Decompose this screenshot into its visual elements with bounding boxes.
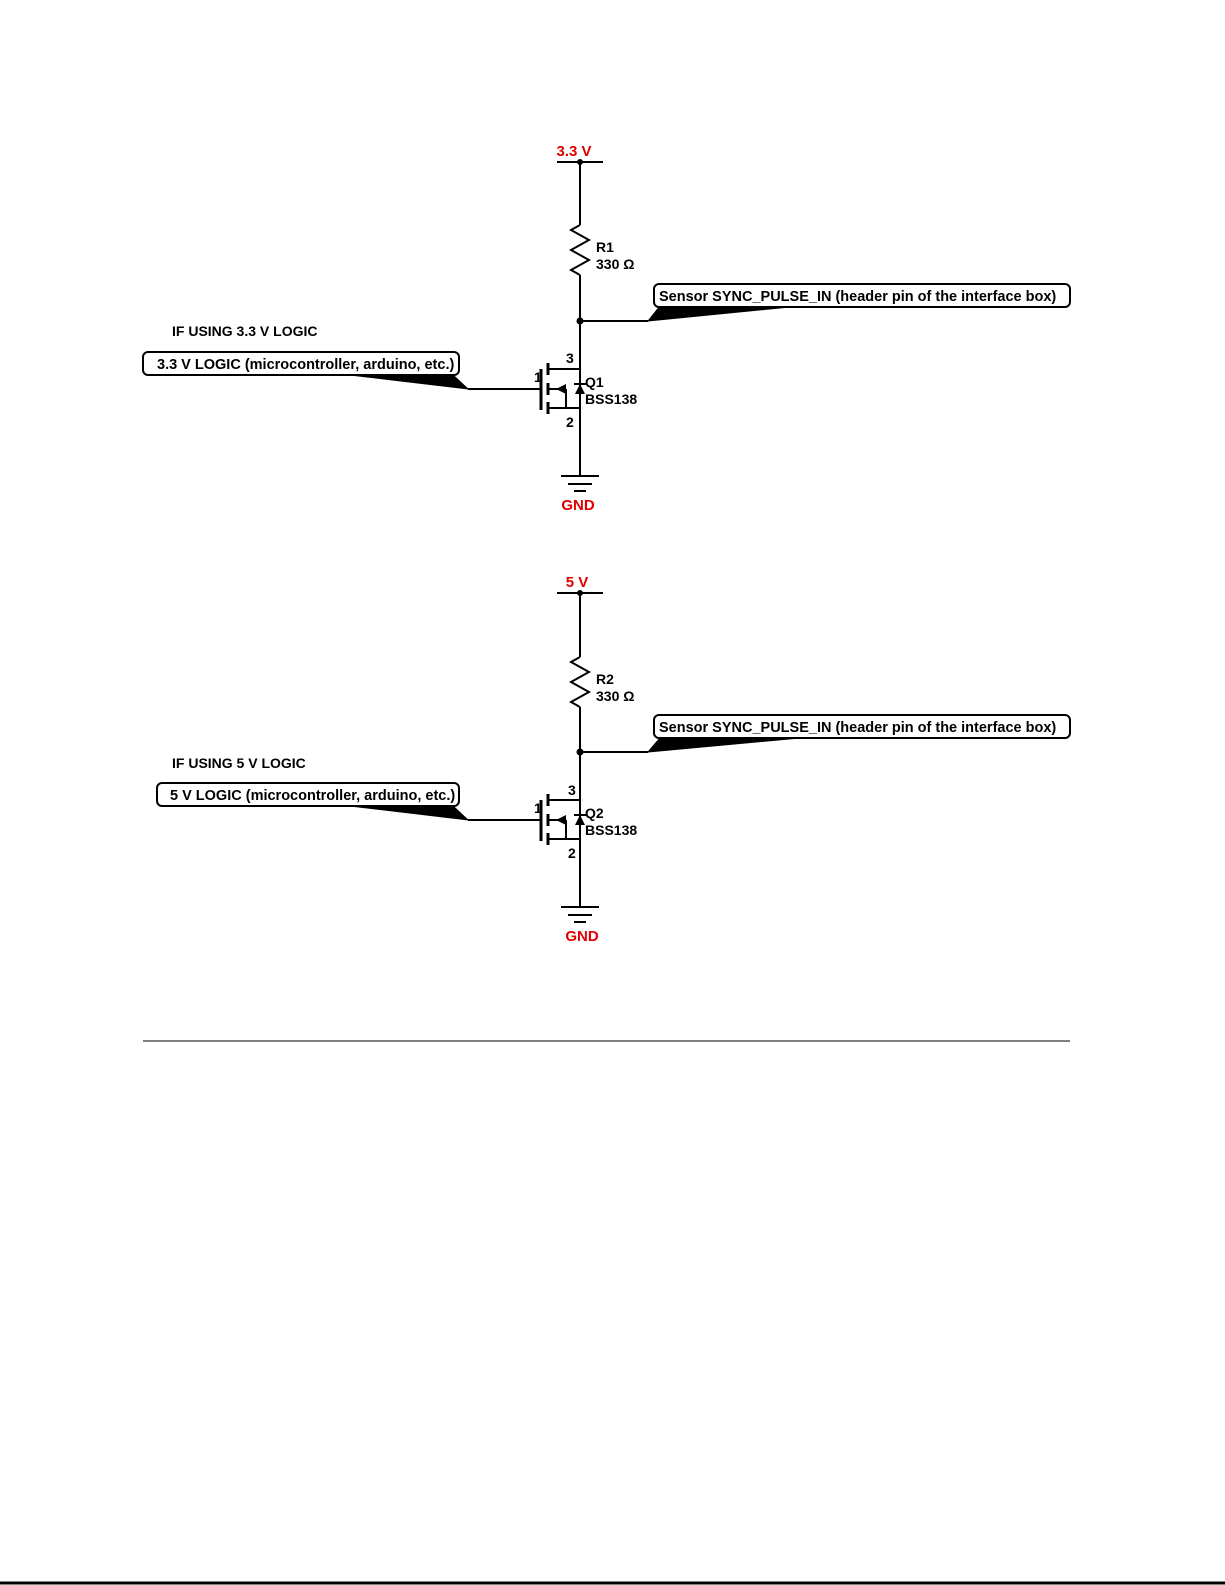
ground-label: GND — [561, 497, 595, 514]
pin-drain: 3 — [568, 782, 576, 798]
transistor-ref: Q1 — [585, 374, 604, 390]
logic-heading: IF USING 5 V LOGIC — [172, 755, 306, 771]
resistor-value: 330 Ω — [596, 256, 634, 272]
resistor-ref: R2 — [596, 671, 614, 687]
resistor-r2-icon — [568, 656, 592, 708]
logic-heading: IF USING 3.3 V LOGIC — [172, 323, 317, 339]
pin-gate: 1 — [534, 369, 542, 385]
output-flag-box — [653, 283, 1071, 308]
output-flag-text: Sensor SYNC_PULSE_IN (header pin of the … — [659, 289, 1056, 305]
supply-label: 3.3 V — [556, 143, 591, 160]
resistor-r1-icon — [568, 224, 592, 276]
output-flag-pointer — [646, 305, 801, 322]
ground-label: GND — [565, 928, 599, 945]
input-flag-text: 3.3 V LOGIC (microcontroller, arduino, e… — [157, 357, 454, 373]
supply-label: 5 V — [566, 574, 589, 591]
output-flag-box — [653, 714, 1071, 739]
transistor-ref: Q2 — [585, 805, 604, 821]
transistor-part: BSS138 — [585, 391, 637, 407]
ground-icon — [561, 475, 599, 492]
pin-drain: 3 — [566, 350, 574, 366]
pin-gate: 1 — [534, 800, 542, 816]
pin-source: 2 — [566, 414, 574, 430]
resistor-ref: R1 — [596, 239, 614, 255]
circuit-3v3: 3.3 V R1 330 Ω Sensor SYNC_PULSE_IN (hea… — [142, 143, 1071, 514]
input-flag-box — [156, 782, 460, 807]
input-flag-text: 5 V LOGIC (microcontroller, arduino, etc… — [170, 788, 455, 804]
input-flag-pointer — [349, 374, 470, 390]
input-flag-box — [142, 351, 460, 376]
mosfet-q1-icon — [539, 363, 586, 414]
circuit-5v: 5 V R2 330 Ω Sensor SYNC_PULSE_IN (heade… — [156, 574, 1071, 945]
output-flag-pointer — [646, 737, 801, 753]
transistor-part: BSS138 — [585, 822, 637, 838]
pin-source: 2 — [568, 845, 576, 861]
ground-icon — [561, 906, 599, 923]
mosfet-q2-icon — [539, 794, 586, 845]
resistor-value: 330 Ω — [596, 688, 634, 704]
input-flag-pointer — [349, 805, 470, 821]
output-flag-text: Sensor SYNC_PULSE_IN (header pin of the … — [659, 720, 1056, 736]
